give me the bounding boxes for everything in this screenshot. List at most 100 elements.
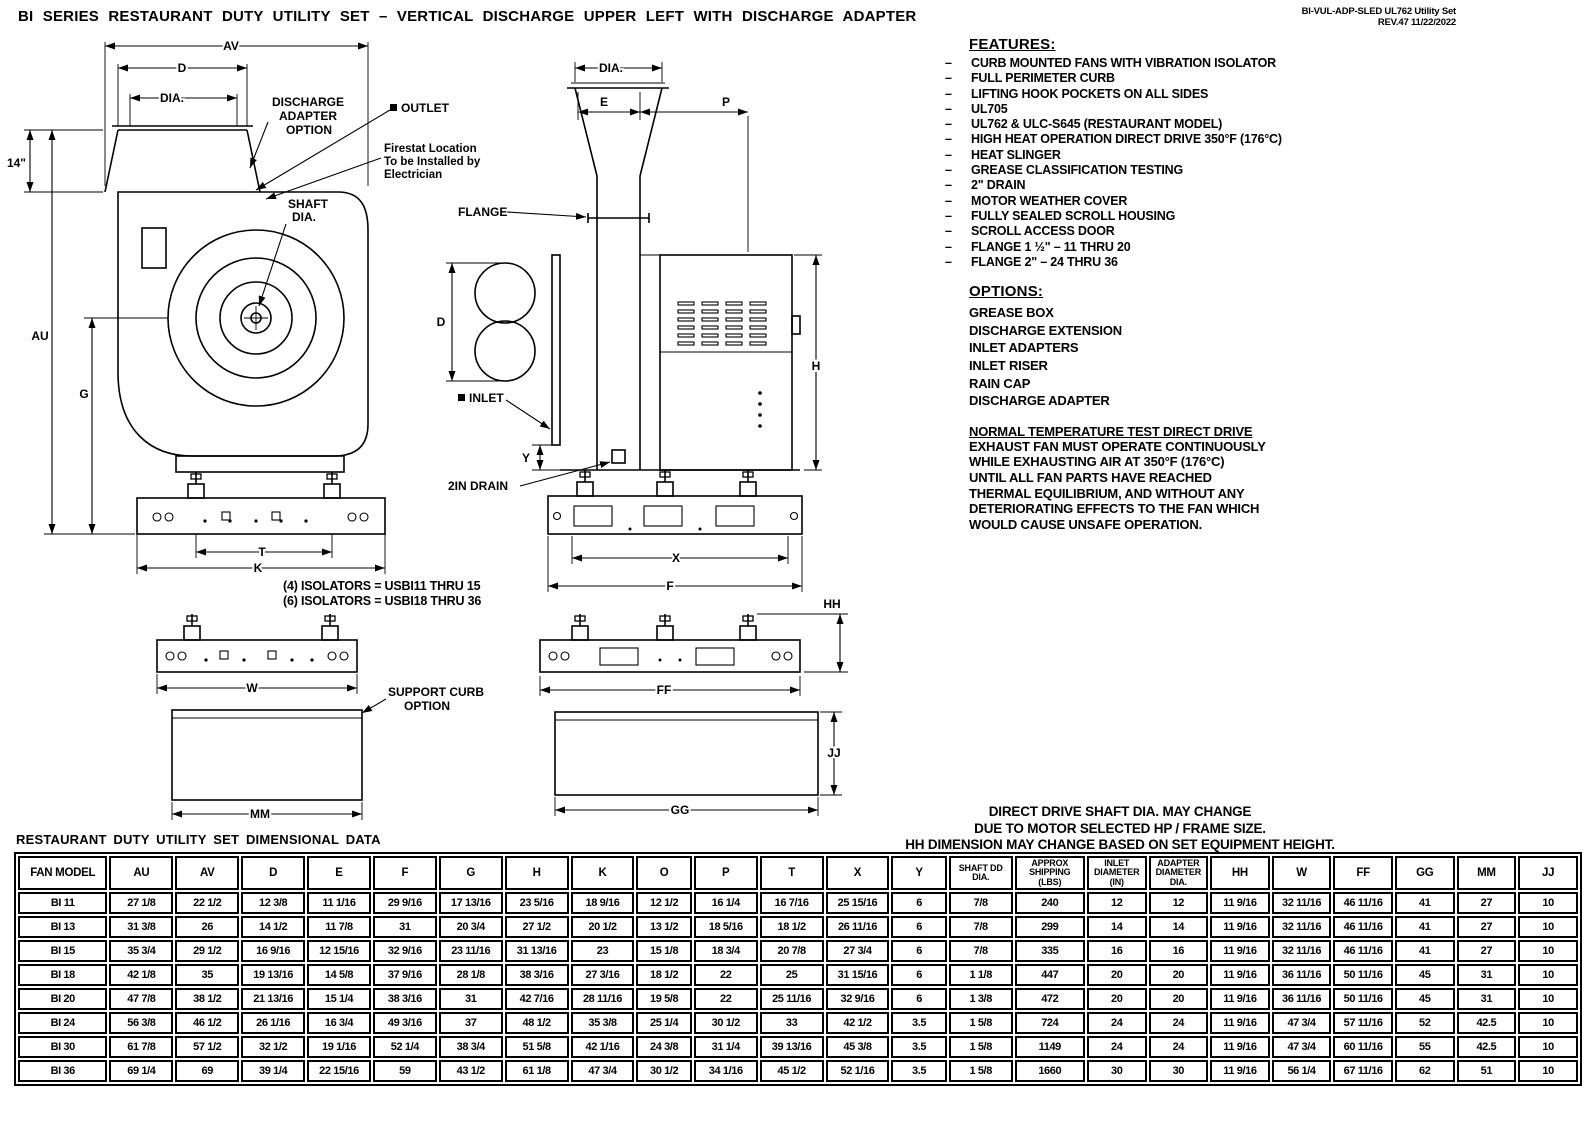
dimension-cell: 28 1/8	[438, 964, 503, 986]
dimension-cell: 10	[1518, 964, 1578, 986]
feature-text: LIFTING HOOK POCKETS ON ALL SIDES	[971, 86, 1209, 101]
feature-item: –FULLY SEALED SCROLL HOUSING	[945, 209, 1365, 224]
dimension-cell: 20 1/2	[570, 916, 635, 938]
dimension-cell: 27	[1456, 892, 1517, 914]
feature-text: HIGH HEAT OPERATION DIRECT DRIVE 350°F (…	[971, 132, 1282, 147]
callout-shaft-dia-line2: DIA.	[292, 210, 316, 224]
dimension-cell: 46 11/16	[1333, 940, 1393, 962]
fan-model-cell: BI 18	[18, 964, 108, 986]
dimension-cell: 52 1/4	[372, 1036, 437, 1058]
dimension-cell: 26 1/16	[241, 1012, 306, 1034]
dimension-cell: 14	[1148, 916, 1209, 938]
technical-drawing: AV D DIA. 14" AU G T K DISCHARGE ADAPTER…	[5, 37, 848, 823]
dimension-cell: 11 9/16	[1210, 1036, 1270, 1058]
dimension-cell: 26 11/16	[825, 916, 890, 938]
dim-label-e: E	[600, 95, 608, 109]
dimension-cell: 24	[1086, 1012, 1147, 1034]
dimension-cell: 47 3/4	[570, 1060, 635, 1082]
feature-item: –2" DRAIN	[945, 178, 1365, 193]
dimension-cell: 20	[1148, 964, 1209, 986]
dimension-cell: 56 1/4	[1271, 1060, 1332, 1082]
dimension-cell: 19 1/16	[307, 1036, 371, 1058]
dimension-cell: 52 1/16	[825, 1060, 890, 1082]
dimension-cell: 35 3/8	[570, 1012, 635, 1034]
dimension-cell: 47 3/4	[1271, 1012, 1332, 1034]
feature-text: CURB MOUNTED FANS WITH VIBRATION ISOLATO…	[971, 56, 1276, 70]
option-item: DISCHARGE ADAPTER	[969, 393, 1110, 409]
dimension-cell: 39 1/4	[241, 1060, 306, 1082]
dimension-cell: 31	[1456, 988, 1517, 1010]
dimension-cell: 16	[1148, 940, 1209, 962]
dimension-cell: 11 1/16	[307, 892, 371, 914]
front-view-fan-drawing: AV D DIA. 14" AU G T K DISCHARGE ADAPTER…	[5, 37, 483, 577]
feature-item: –GREASE CLASSIFICATION TESTING	[945, 163, 1365, 178]
dimension-cell: 11 9/16	[1210, 940, 1270, 962]
normal-temp-test-line: UNTIL ALL FAN PARTS HAVE REACHED	[969, 469, 1212, 485]
dimension-cell: 10	[1518, 916, 1578, 938]
isolator-note-2: (6) ISOLATORS = USBI18 THRU 36	[283, 594, 481, 608]
column-header-o: O	[636, 856, 692, 890]
bullet-dash: –	[945, 147, 952, 162]
column-header-mm: MM	[1456, 856, 1517, 890]
dimension-cell: 32 11/16	[1271, 892, 1332, 914]
dimension-cell: 240	[1014, 892, 1085, 914]
dim-label-k: K	[254, 561, 263, 575]
dimension-cell: 22	[693, 964, 758, 986]
feature-item: –UL762 & ULC-S645 (RESTAURANT MODEL)	[945, 117, 1365, 132]
dim-label-h: H	[812, 359, 821, 373]
support-curb	[171, 709, 363, 801]
dimension-cell: 3.5	[891, 1060, 947, 1082]
callout-discharge-adapter-line1: DISCHARGE	[272, 95, 344, 109]
dimension-cell: 39 13/16	[759, 1036, 824, 1058]
dimension-cell: 50 11/16	[1333, 988, 1393, 1010]
dim-label-au: AU	[31, 329, 48, 343]
dim-label-hh: HH	[823, 597, 840, 611]
dimension-cell: 447	[1014, 964, 1085, 986]
column-header-ff: FF	[1333, 856, 1393, 890]
dimension-cell: 38 1/2	[175, 988, 240, 1010]
dimension-cell: 24	[1148, 1036, 1209, 1058]
dimension-cell: 27	[1456, 940, 1517, 962]
dimension-cell: 48 1/2	[504, 1012, 569, 1034]
duct-flange	[587, 213, 650, 223]
bullet-dash: –	[945, 101, 952, 116]
drain-fitting	[611, 449, 626, 464]
dimension-cell: 12 1/2	[636, 892, 692, 914]
dimension-cell: 18 9/16	[570, 892, 635, 914]
dimension-cell: 14 1/2	[241, 916, 306, 938]
feature-item: –FULL PERIMETER CURB	[945, 71, 1365, 86]
dimension-cell: 29 9/16	[372, 892, 437, 914]
dimension-cell: 35	[175, 964, 240, 986]
scroll-access-door	[141, 227, 167, 269]
dimension-cell: 6	[891, 892, 947, 914]
column-header-d: D	[241, 856, 306, 890]
dimension-cell: 42 1/8	[109, 964, 174, 986]
bullet-dash: –	[945, 254, 952, 269]
dim-label-w: W	[246, 681, 258, 695]
dimension-cell: 57 1/2	[175, 1036, 240, 1058]
callout-support-curb-line1: SUPPORT CURB	[388, 685, 484, 699]
column-header-e: E	[307, 856, 371, 890]
base-rail	[136, 497, 386, 535]
option-item: RAIN CAP	[969, 375, 1031, 391]
dimension-cell: 27 3/16	[570, 964, 635, 986]
dimension-cell: 10	[1518, 1060, 1578, 1082]
dim-label-f: F	[666, 579, 673, 593]
dimension-cell: 23	[570, 940, 635, 962]
column-header-jj: JJ	[1518, 856, 1578, 890]
dimension-cell: 36 11/16	[1271, 988, 1332, 1010]
feature-item: –LIFTING HOOK POCKETS ON ALL SIDES	[945, 87, 1365, 102]
dimension-cell: 38 3/16	[504, 964, 569, 986]
feature-text: SCROLL ACCESS DOOR	[971, 224, 1115, 239]
dimension-cell: 47 3/4	[1271, 1036, 1332, 1058]
fan-model-cell: BI 15	[18, 940, 108, 962]
dimension-cell: 31	[438, 988, 503, 1010]
feature-text: GREASE CLASSIFICATION TESTING	[971, 163, 1184, 178]
